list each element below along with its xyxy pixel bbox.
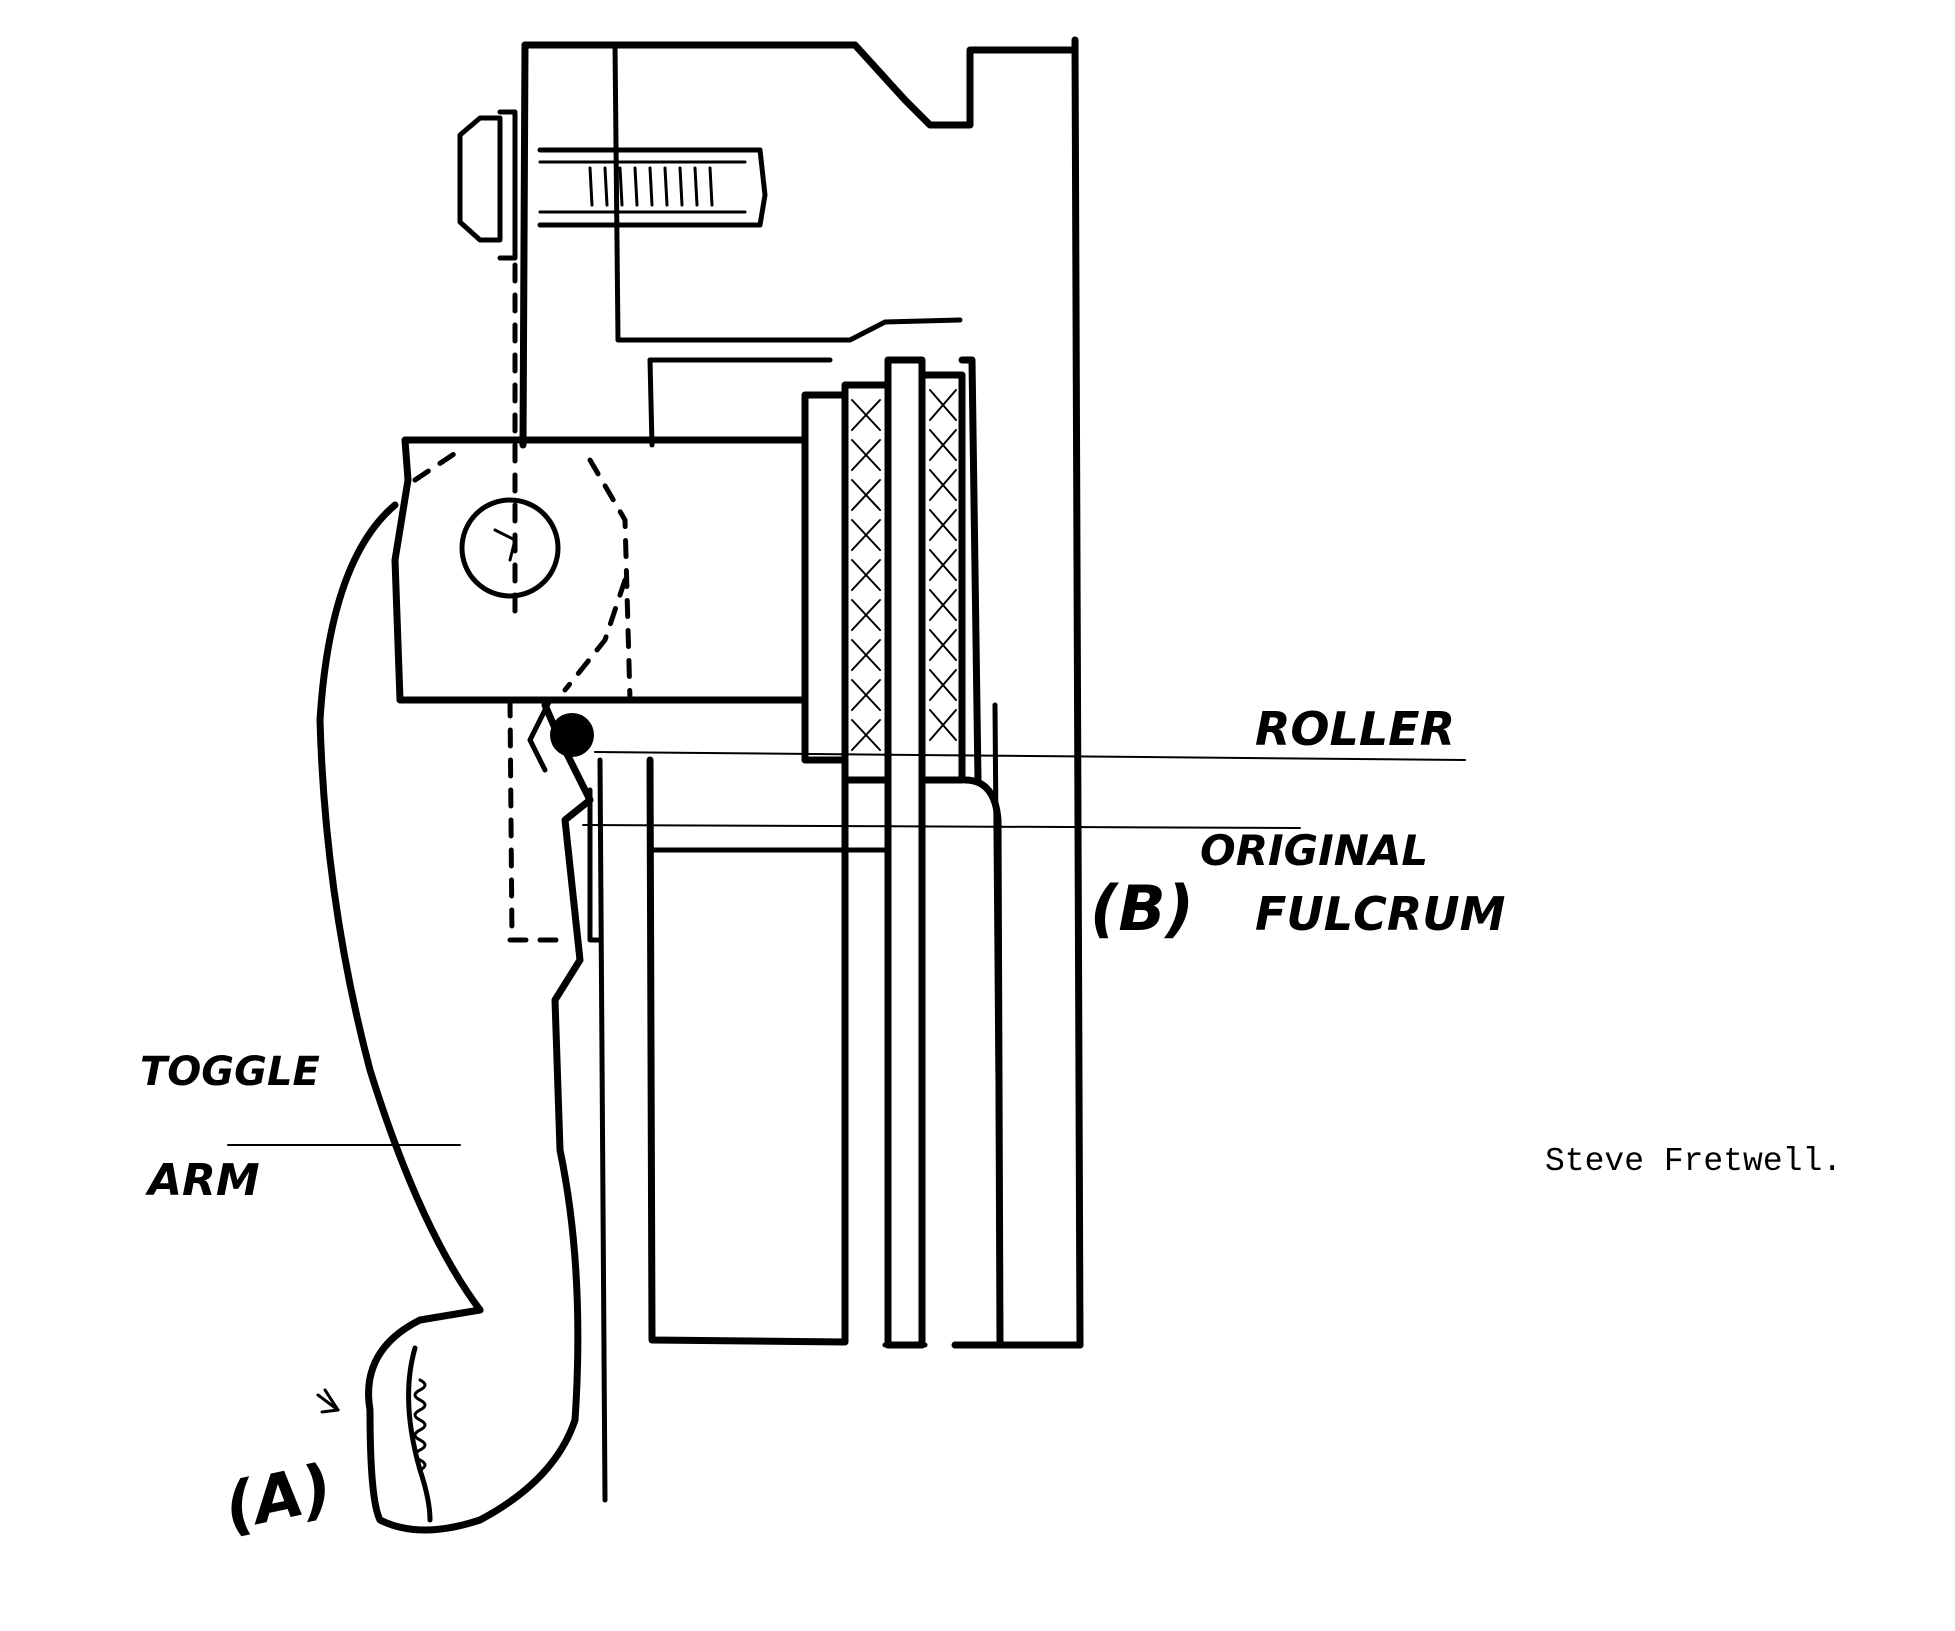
leader-lines (227, 751, 1466, 1414)
roller-ball (550, 713, 594, 757)
signature: Steve Fretwell. (1545, 1143, 1842, 1180)
label-a-marker: (A) (218, 1451, 339, 1546)
bolt (457, 109, 768, 261)
pivot-block (391, 436, 809, 704)
label-fulcrum: FULCRUM (1255, 887, 1505, 941)
pivot-hole (459, 497, 561, 599)
label-arm: ARM (145, 1155, 260, 1206)
lower-body (646, 36, 1084, 1349)
fulcrum-leader (582, 824, 1301, 829)
label-original: ORIGINAL (1200, 826, 1428, 875)
roller-leader (594, 751, 1466, 761)
upper-bracket (519, 41, 1079, 449)
label-b-marker: (B) (1090, 872, 1194, 945)
label-roller: ROLLER (1255, 702, 1455, 756)
label-toggle: TOGGLE (140, 1049, 320, 1095)
toggle-arm (316, 501, 608, 1534)
